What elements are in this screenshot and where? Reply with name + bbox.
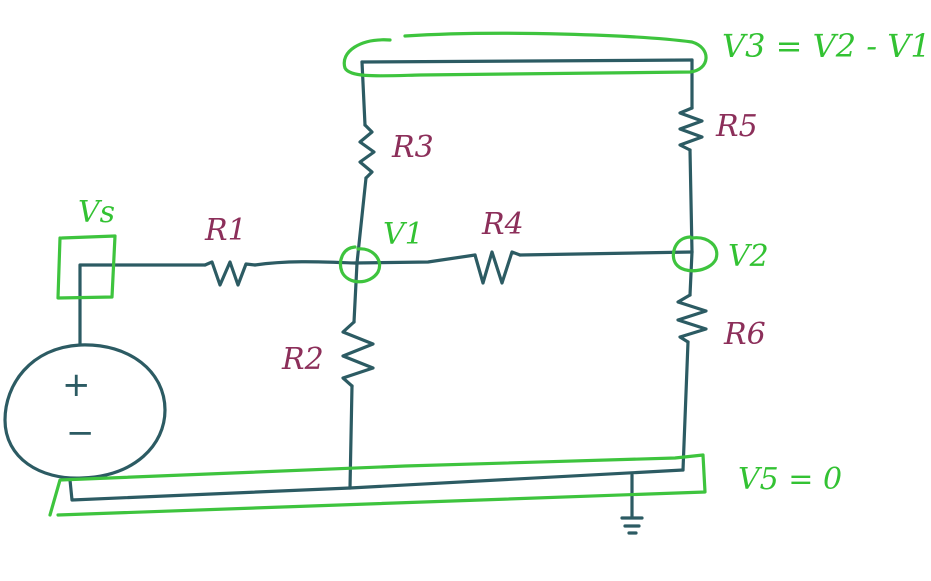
resistor-r6 [676, 293, 708, 344]
r2-label: R2 [282, 342, 324, 377]
v2-node-circle [671, 235, 719, 273]
r5-to-v2-wire [688, 148, 694, 254]
source-plus-sign: + [62, 365, 91, 405]
v5-highlight-loop [48, 453, 707, 517]
r5-label: R5 [716, 109, 758, 144]
r1-label: R1 [205, 213, 247, 248]
v1-node-circle [338, 245, 382, 284]
r3-label: R3 [392, 130, 434, 165]
resistor-r3 [358, 123, 376, 180]
top-wire [360, 58, 694, 64]
ground-symbol [620, 473, 644, 535]
r4-to-v2-wire [518, 250, 694, 257]
v5-equation: V5 = 0 [738, 462, 843, 497]
v1-to-r2-wire [352, 261, 359, 324]
resistor-r4 [473, 250, 522, 285]
v2-label: V2 [728, 239, 769, 274]
v3-equation: V3 = V2 - V1 [722, 27, 931, 65]
r2-to-ground-wire [348, 384, 354, 490]
r4-label: R4 [482, 207, 524, 242]
resistor-r2 [341, 320, 375, 388]
source-minus-sign: − [66, 413, 95, 453]
vs-label: Vs [78, 195, 116, 230]
resistor-r1 [203, 260, 257, 287]
vs-node-box [56, 234, 117, 300]
source-top-wire [78, 263, 207, 347]
v2-to-r6-wire [688, 250, 694, 297]
r6-label: R6 [724, 317, 766, 352]
r1-to-v1-wire [253, 260, 357, 267]
r6-to-bottom-wire [681, 340, 690, 472]
resistor-r5 [678, 106, 704, 152]
circuit-diagram [3, 31, 719, 535]
v1-label: V1 [383, 217, 424, 252]
v3-highlight-loop [342, 31, 708, 78]
middle-top-wire [360, 60, 367, 127]
v1-to-r4-wire [353, 253, 477, 265]
bottom-wire [68, 468, 685, 502]
